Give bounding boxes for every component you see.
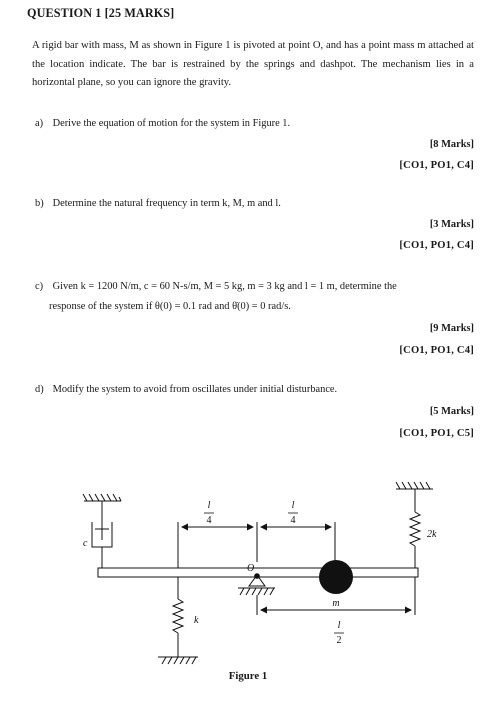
frac2-den: 4 (291, 515, 296, 526)
question-c-marks: [9 Marks] (429, 323, 474, 334)
question-c-text-line2: response of the system if θ(0) = 0.1 rad… (49, 301, 291, 312)
question-a-marks: [8 Marks] (429, 139, 474, 150)
question-c: c) Given k = 1200 N/m, c = 60 N-s/m, M =… (35, 281, 397, 292)
question-b-label: b) (35, 198, 44, 209)
frac1-den: 4 (207, 515, 212, 526)
question-a-text: Derive the equation of motion for the sy… (52, 118, 291, 129)
pivot-o (238, 573, 275, 596)
question-b-text: Determine the natural frequency in term … (52, 198, 281, 209)
question-d-label: d) (35, 384, 44, 395)
question-b: b) Determine the natural frequency in te… (35, 198, 281, 209)
question-a-label: a) (35, 118, 44, 129)
question-d-text: Modify the system to avoid from oscillat… (52, 384, 338, 395)
question-c-co: [CO1, PO1, C4] (399, 345, 474, 356)
question-intro: A rigid bar with mass, M as shown in Fig… (32, 40, 474, 88)
question-d: d) Modify the system to avoid from oscil… (35, 384, 337, 395)
question-c-label: c) (35, 281, 44, 292)
ground-top-right (395, 481, 433, 490)
ground-bottom (158, 656, 198, 665)
frac2-num: l (292, 500, 295, 511)
figure-caption: Figure 1 (228, 670, 268, 682)
question-b-marks: [3 Marks] (429, 219, 474, 230)
ground-top-left (82, 493, 122, 502)
frac1-num: l (208, 500, 211, 511)
question-d-marks: [5 Marks] (429, 406, 474, 417)
dashpot-c (91, 501, 113, 568)
label-2k: 2k (427, 529, 437, 540)
spring-k (171, 577, 185, 657)
dimension-lower (256, 577, 416, 615)
frac3-den: 2 (337, 635, 342, 646)
question-a-co: [CO1, PO1, C4] (399, 160, 474, 171)
question-title: QUESTION 1 [25 MARKS] (27, 6, 175, 20)
question-d-co: [CO1, PO1, C5] (399, 428, 474, 439)
label-m: m (332, 598, 339, 609)
question-a: a) Derive the equation of motion for the… (35, 118, 290, 129)
point-mass (319, 560, 353, 594)
dimension-upper (177, 522, 336, 568)
label-k: k (194, 615, 199, 626)
label-o: O (247, 563, 254, 574)
label-c: c (83, 538, 88, 549)
spring-2k (408, 489, 422, 568)
question-c-text: Given k = 1200 N/m, c = 60 N-s/m, M = 5 … (52, 281, 397, 292)
question-b-co: [CO1, PO1, C4] (399, 240, 474, 251)
frac3-num: l (338, 620, 341, 631)
